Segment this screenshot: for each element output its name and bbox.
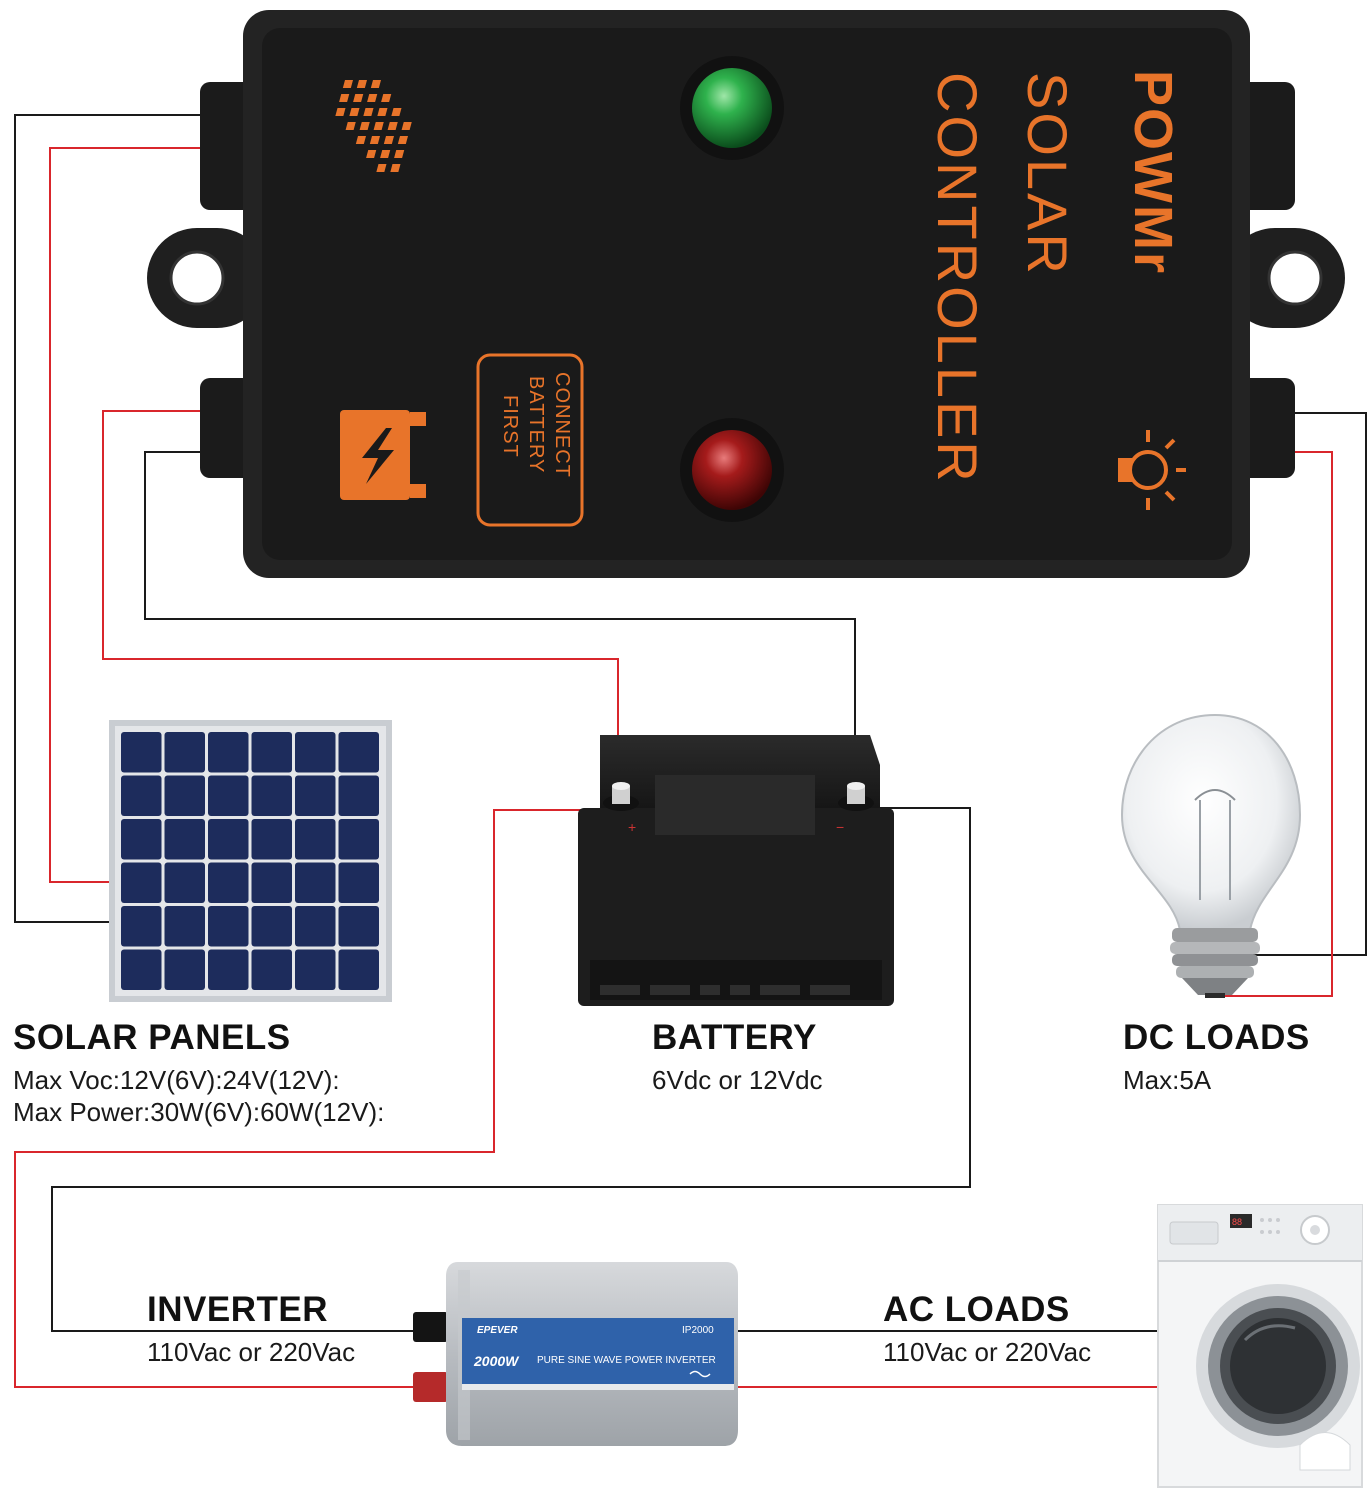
led-red-indicator <box>680 418 784 522</box>
wire-dc-load-negative <box>1235 412 1367 956</box>
battery-spec: 6Vdc or 12Vdc <box>652 1065 823 1095</box>
battery-icon <box>340 410 426 500</box>
wire-solar-positive <box>49 147 205 883</box>
solar-logo-icon <box>335 80 412 172</box>
solar-cell <box>338 732 379 773</box>
solar-panels-heading: SOLAR PANELS <box>13 1018 291 1057</box>
solar-cell <box>338 862 379 903</box>
brand-logo: POWMr <box>1123 70 1183 275</box>
wire-dc-load-positive <box>1210 451 1333 997</box>
solar-cell <box>295 732 336 773</box>
wire-battery-positive <box>102 410 619 790</box>
dc-loads-spec: Max:5A <box>1123 1065 1212 1095</box>
ac-loads-spec: 110Vac or 220Vac <box>883 1337 1092 1367</box>
solar-cell <box>338 819 379 860</box>
dc-loads-heading: DC LOADS <box>1123 1018 1310 1057</box>
solar-cell <box>251 819 292 860</box>
wire-inverter-negative <box>51 807 971 1332</box>
light-bulb-icon <box>1118 430 1186 510</box>
solar-controller: CONNECT BATTERY FIRST POWMr SOLAR CONTRO… <box>147 10 1345 578</box>
solar-cell <box>208 732 249 773</box>
solar-cell <box>295 819 336 860</box>
solar-cell <box>338 949 379 990</box>
wire-solar-negative <box>14 114 205 923</box>
solar-cell <box>121 732 162 773</box>
solar-panels-spec-voc: Max Voc:12V(6V):24V(12V): <box>13 1065 340 1095</box>
battery-positive-terminal: + <box>603 782 639 835</box>
solar-cell <box>295 862 336 903</box>
warning-line-3: FIRST <box>499 395 521 458</box>
battery-heading: BATTERY <box>652 1018 817 1057</box>
solar-cell <box>121 906 162 947</box>
solar-cell <box>208 862 249 903</box>
solar-cell <box>295 775 336 816</box>
svg-text:−: − <box>836 819 844 835</box>
svg-text:88: 88 <box>1232 1217 1242 1227</box>
inverter: EPEVER IP2000 2000W PURE SINE WAVE POWER… <box>413 1262 738 1446</box>
solar-cell <box>164 819 205 860</box>
inverter-heading: INVERTER <box>147 1290 328 1329</box>
solar-cell <box>295 949 336 990</box>
solar-cell <box>208 819 249 860</box>
solar-cell <box>208 906 249 947</box>
mounting-ear-right <box>1225 228 1345 328</box>
wire-inverter-positive <box>14 809 625 1388</box>
inverter-label-panel <box>462 1318 734 1390</box>
inverter-description: PURE SINE WAVE POWER INVERTER <box>537 1355 716 1366</box>
solar-cell <box>251 775 292 816</box>
solar-cell <box>208 775 249 816</box>
dc-load-light-bulb <box>1120 713 1302 998</box>
solar-cells <box>121 732 379 990</box>
solar-cell <box>208 949 249 990</box>
led-green-indicator <box>680 56 784 160</box>
caption-dc-loads: DC LOADS Max:5A <box>1123 1018 1310 1096</box>
caption-inverter: INVERTER 110Vac or 220Vac <box>147 1290 355 1368</box>
ac-loads-heading: AC LOADS <box>883 1290 1070 1329</box>
solar-cell <box>251 949 292 990</box>
solar-cell <box>251 862 292 903</box>
solar-cell <box>164 732 205 773</box>
solar-cell <box>338 775 379 816</box>
svg-text:+: + <box>628 819 636 835</box>
solar-cell <box>164 862 205 903</box>
solar-cell <box>121 819 162 860</box>
controller-title-line1: SOLAR <box>1016 72 1079 277</box>
solar-panels-spec-power: Max Power:30W(6V):60W(12V): <box>13 1097 385 1127</box>
battery: + − <box>578 735 894 1006</box>
solar-cell <box>164 949 205 990</box>
connect-battery-warning: CONNECT BATTERY FIRST <box>476 353 584 527</box>
caption-battery: BATTERY 6Vdc or 12Vdc <box>652 1018 823 1096</box>
solar-cell <box>251 732 292 773</box>
solar-cell <box>164 775 205 816</box>
bulb-base <box>1170 928 1260 998</box>
solar-cell <box>121 949 162 990</box>
warning-line-1: CONNECT <box>551 372 573 478</box>
solar-cell <box>121 862 162 903</box>
solar-panel <box>109 720 392 1002</box>
battery-negative-terminal: − <box>836 782 874 835</box>
solar-cell <box>338 906 379 947</box>
caption-ac-loads: AC LOADS 110Vac or 220Vac <box>883 1290 1091 1368</box>
controller-title-line2: CONTROLLER <box>926 72 989 485</box>
solar-cell <box>295 906 336 947</box>
caption-solar-panels: SOLAR PANELS Max Voc:12V(6V):24V(12V): M… <box>13 1018 384 1128</box>
warning-line-2: BATTERY <box>525 376 547 473</box>
mounting-ear-left <box>147 228 267 328</box>
inverter-brand: EPEVER <box>477 1325 518 1336</box>
inverter-spec: 110Vac or 220Vac <box>147 1337 356 1367</box>
wire-battery-negative <box>144 451 856 790</box>
ac-load-washing-machine: 88 <box>1157 1204 1363 1488</box>
inverter-power: 2000W <box>473 1353 520 1369</box>
inverter-model: IP2000 <box>682 1325 714 1336</box>
solar-cell <box>121 775 162 816</box>
solar-cell <box>164 906 205 947</box>
wires <box>14 114 1367 1388</box>
solar-cell <box>251 906 292 947</box>
